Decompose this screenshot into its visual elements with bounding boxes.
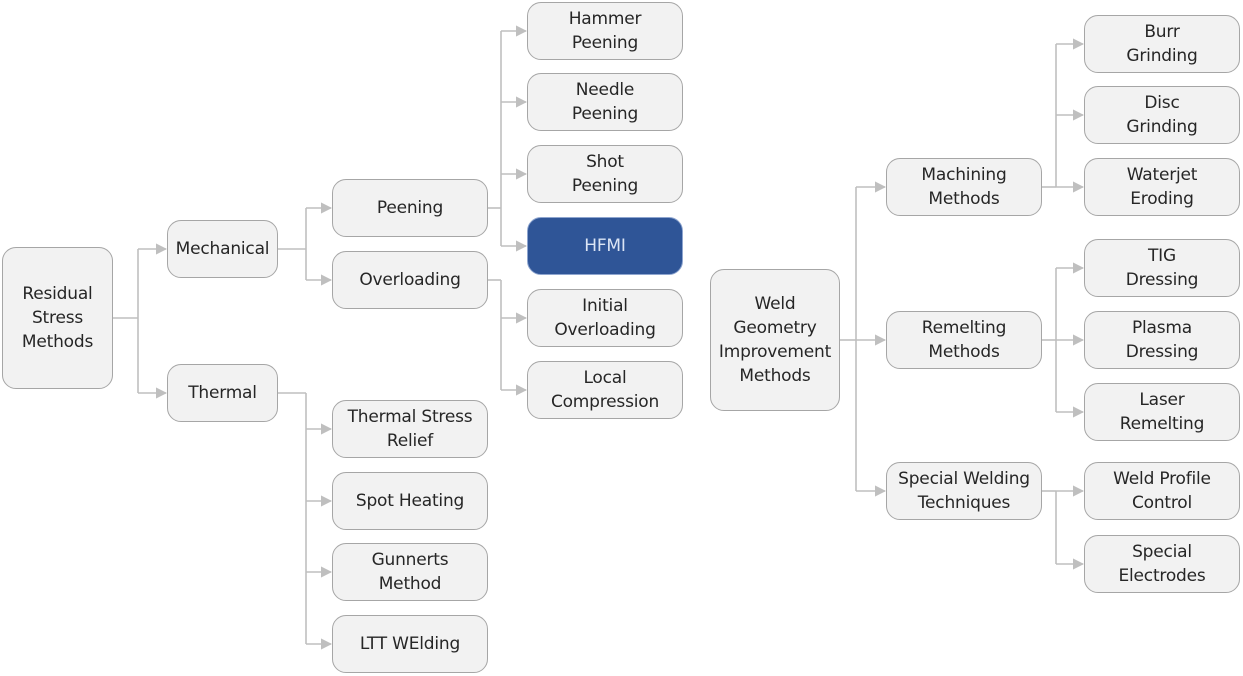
node-ltt-welding: LTT WElding	[332, 615, 488, 673]
node-plasma-dressing: Plasma Dressing	[1084, 311, 1240, 369]
node-thermal: Thermal	[167, 364, 278, 422]
node-gunnerts-method: Gunnerts Method	[332, 543, 488, 601]
node-initial-overloading: Initial Overloading	[527, 289, 683, 347]
node-local-compression: Local Compression	[527, 361, 683, 419]
node-machining-methods: Machining Methods	[886, 158, 1042, 216]
node-waterjet-eroding: Waterjet Eroding	[1084, 158, 1240, 216]
node-weld-geometry-improvement-methods: Weld Geometry Improvement Methods	[710, 269, 840, 411]
node-mechanical: Mechanical	[167, 220, 278, 278]
node-thermal-stress-relief: Thermal Stress Relief	[332, 400, 488, 458]
node-tig-dressing: TIG Dressing	[1084, 239, 1240, 297]
node-hfmi: HFMI	[527, 217, 683, 275]
node-special-welding-techniques: Special Welding Techniques	[886, 462, 1042, 520]
node-peening: Peening	[332, 179, 488, 237]
node-needle-peening: Needle Peening	[527, 73, 683, 131]
node-shot-peening: Shot Peening	[527, 145, 683, 203]
node-disc-grinding: Disc Grinding	[1084, 86, 1240, 144]
node-burr-grinding: Burr Grinding	[1084, 15, 1240, 73]
node-overloading: Overloading	[332, 251, 488, 309]
node-residual-stress-methods: Residual Stress Methods	[2, 247, 113, 389]
node-remelting-methods: Remelting Methods	[886, 311, 1042, 369]
node-spot-heating: Spot Heating	[332, 472, 488, 530]
node-weld-profile-control: Weld Profile Control	[1084, 462, 1240, 520]
node-special-electrodes: Special Electrodes	[1084, 535, 1240, 593]
node-hammer-peening: Hammer Peening	[527, 2, 683, 60]
node-laser-remelting: Laser Remelting	[1084, 383, 1240, 441]
